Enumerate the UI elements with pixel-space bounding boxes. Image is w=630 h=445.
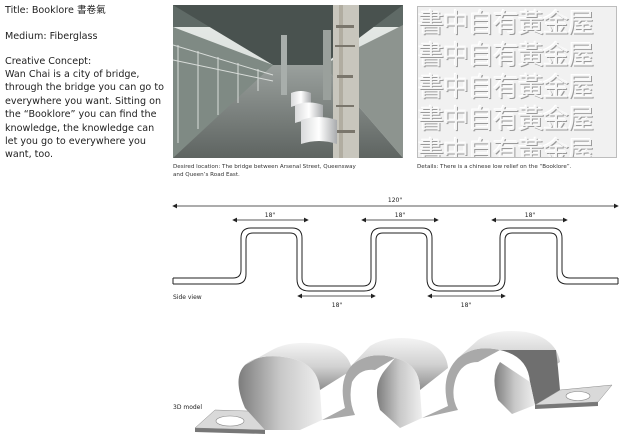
relief-caption: Details: There is a chinese low relief o… xyxy=(417,164,572,170)
relief-row: 書中自有黃金屋 xyxy=(418,9,594,39)
relief-detail: 書中自有黃金屋 書中自有黃金屋 書中自有黃金屋 書中自有黃金屋 書中自有黃金屋 xyxy=(417,6,617,158)
concept-line: the “Booklore” you can find the xyxy=(5,109,157,121)
medium-text: Medium: Fiberglass xyxy=(5,31,98,42)
side-view-drawing: 120" 18" 18" 18" 18" 18" Side view xyxy=(172,197,619,309)
bridge-illustration xyxy=(173,5,403,158)
bottom-dimension-label: 18" xyxy=(332,302,343,309)
overall-dimension-label: 120" xyxy=(388,197,402,204)
relief-row: 書中自有黃金屋 xyxy=(418,41,594,71)
concept-line: want, too. xyxy=(5,149,54,161)
relief-row: 書中自有黃金屋 xyxy=(418,105,594,135)
concept-body: Wan Chai is a city of bridge, through th… xyxy=(5,68,170,162)
3d-model-label: 3D model xyxy=(173,404,202,411)
concept-line: knowledge, the knowledge can xyxy=(5,122,155,134)
relief-row: 書中自有黃金屋 xyxy=(418,73,594,103)
top-dimension-label: 18" xyxy=(265,212,276,219)
top-dimension-label: 18" xyxy=(525,212,536,219)
side-view-label: Side view xyxy=(173,294,202,301)
concept-line: Wan Chai is a city of bridge, xyxy=(5,69,140,80)
concept-line: through the bridge you can go to xyxy=(5,82,164,94)
concept-line: let you go to everywhere you xyxy=(5,136,146,148)
side-profile-inner xyxy=(173,232,618,292)
concept-heading: Creative Concept: xyxy=(5,56,92,67)
title-text: Title: Booklore 書卷氣 xyxy=(5,5,106,16)
relief-row: 書中自有黃金屋 xyxy=(418,137,594,158)
3d-model-render: 3D model xyxy=(173,331,613,434)
side-profile-outer xyxy=(173,227,618,287)
location-photo xyxy=(173,5,403,158)
bottom-dimension-label: 18" xyxy=(461,302,472,309)
caption-line: and Queen’s Road East. xyxy=(173,172,240,178)
top-dimension-label: 18" xyxy=(395,212,406,219)
caption-line: Desired location: The bridge between Ars… xyxy=(173,164,356,170)
concept-line: everywhere you want. Sitting on xyxy=(5,95,162,107)
photo-caption: Desired location: The bridge between Ars… xyxy=(173,163,413,179)
